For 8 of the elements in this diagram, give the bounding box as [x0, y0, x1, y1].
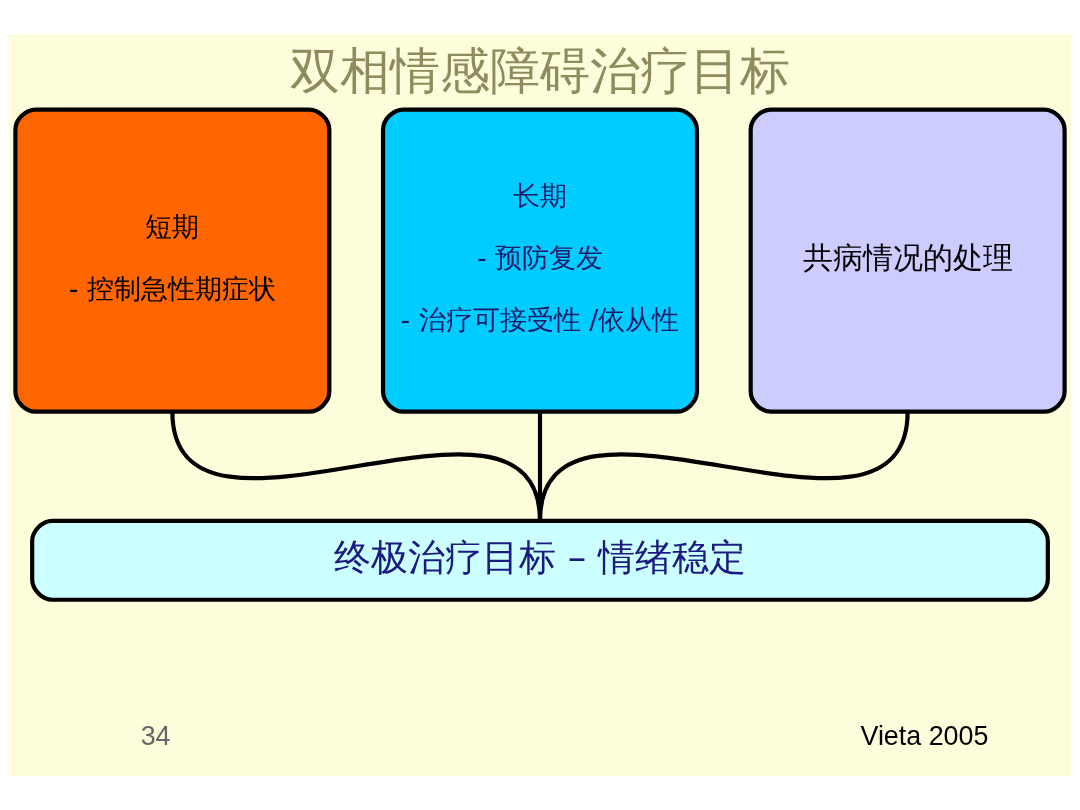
label: 34: [140, 721, 171, 752]
node-box: 长期 - 预防复发 - 治疗可接受性 /依从性: [380, 107, 700, 414]
node-box: 终极治疗目标 – 情绪稳定: [30, 518, 1050, 602]
node-box: 短期 - 控制急性期症状: [13, 107, 332, 414]
node-box: 共病情况的处理: [748, 107, 1067, 414]
connector: [537, 411, 910, 522]
diagram-title: 双相情感障碍治疗目标: [290, 40, 790, 100]
label: Vieta 2005: [860, 721, 989, 752]
